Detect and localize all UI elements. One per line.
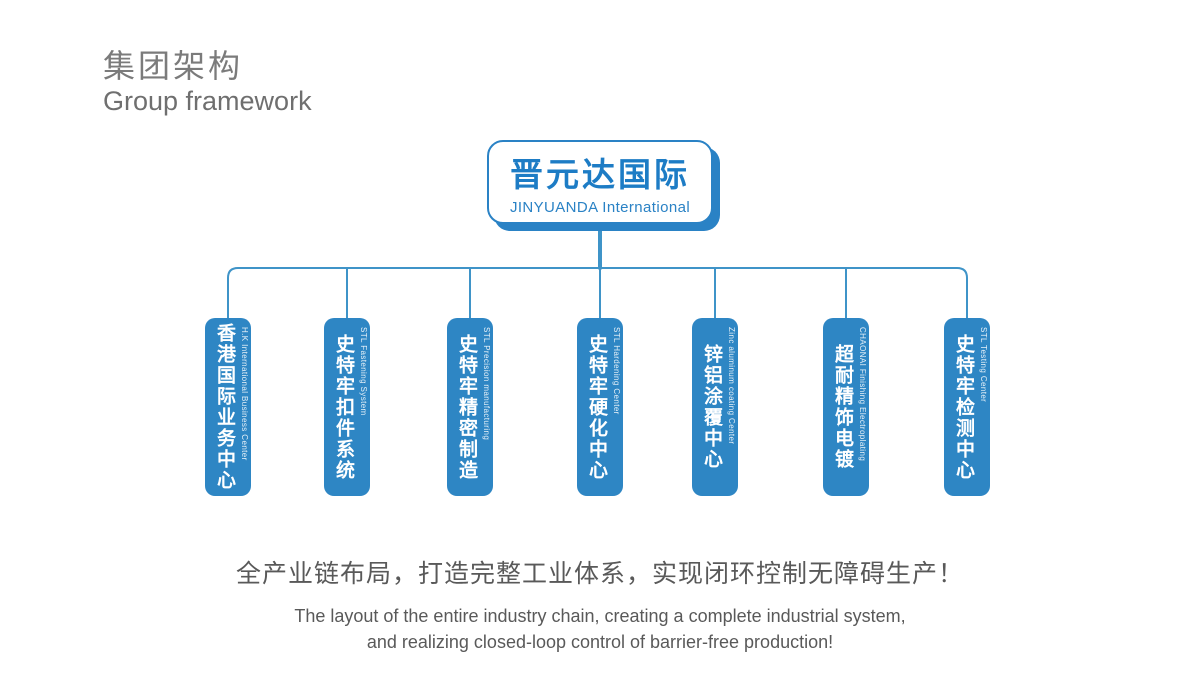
org-node-label-zh: 史特牢检测中心	[953, 333, 974, 481]
org-node-label-en: STL Fastening System	[359, 327, 368, 416]
tagline-en-line1: The layout of the entire industry chain,…	[294, 606, 906, 626]
root-node-jinyuanda: 晋元达国际 JINYUANDA International	[487, 140, 713, 224]
org-node-label-zh: 超耐精饰电镀	[832, 344, 853, 470]
org-node-stl-hardening-center: 史特牢硬化中心 STL Hardening Center	[577, 318, 623, 496]
org-node-label-en: Zinc aluminum coating Center	[727, 327, 736, 445]
tagline-zh: 全产业链布局，打造完整工业体系，实现闭环控制无障碍生产！	[235, 560, 964, 588]
org-node-label-en: H.K International Business Center	[240, 327, 249, 461]
org-node-stl-testing-center: 史特牢检测中心 STL Testing Center	[944, 318, 990, 496]
org-node-label-zh: 史特牢硬化中心	[586, 333, 607, 481]
org-node-label-zh: 史特牢精密制造	[456, 333, 477, 481]
tagline-en: The layout of the entire industry chain,…	[0, 603, 1200, 655]
org-node-hk-intl-business-center: 香港国际业务中心 H.K International Business Cent…	[205, 318, 251, 496]
org-node-stl-precision-manufacturing: 史特牢精密制造 STL Precision manufacturing	[447, 318, 493, 496]
root-node-name-zh: 晋元达国际	[510, 156, 690, 193]
page-header: 集团架构 Group framework	[103, 48, 312, 117]
org-node-label-en: STL Hardening Center	[612, 327, 621, 415]
tagline-en-line2: and realizing closed-loop control of bar…	[366, 632, 834, 652]
footer-taglines: 全产业链布局，打造完整工业体系，实现闭环控制无障碍生产！ The layout …	[0, 554, 1200, 655]
org-node-zinc-aluminum-coating-center: 锌铝涂覆中心 Zinc aluminum coating Center	[692, 318, 738, 496]
org-node-label-zh: 史特牢扣件系统	[333, 333, 354, 481]
org-node-label-zh: 香港国际业务中心	[214, 323, 235, 491]
bus-line	[227, 267, 968, 319]
org-node-chaonai-finishing-electroplating: 超耐精饰电镀 CHAONAI Finishing Electroplating	[823, 318, 869, 496]
org-node-label-zh: 锌铝涂覆中心	[701, 344, 722, 470]
org-node-label-en: CHAONAI Finishing Electroplating	[858, 327, 867, 462]
page-title-zh: 集团架构	[103, 48, 244, 84]
root-node-name-en: JINYUANDA International	[509, 199, 691, 216]
page-title-en: Group framework	[103, 85, 312, 116]
org-node-label-en: STL Testing Center	[979, 327, 988, 403]
org-node-stl-fastening-system: 史特牢扣件系统 STL Fastening System	[324, 318, 370, 496]
org-node-label-en: STL Precision manufacturing	[482, 327, 491, 441]
